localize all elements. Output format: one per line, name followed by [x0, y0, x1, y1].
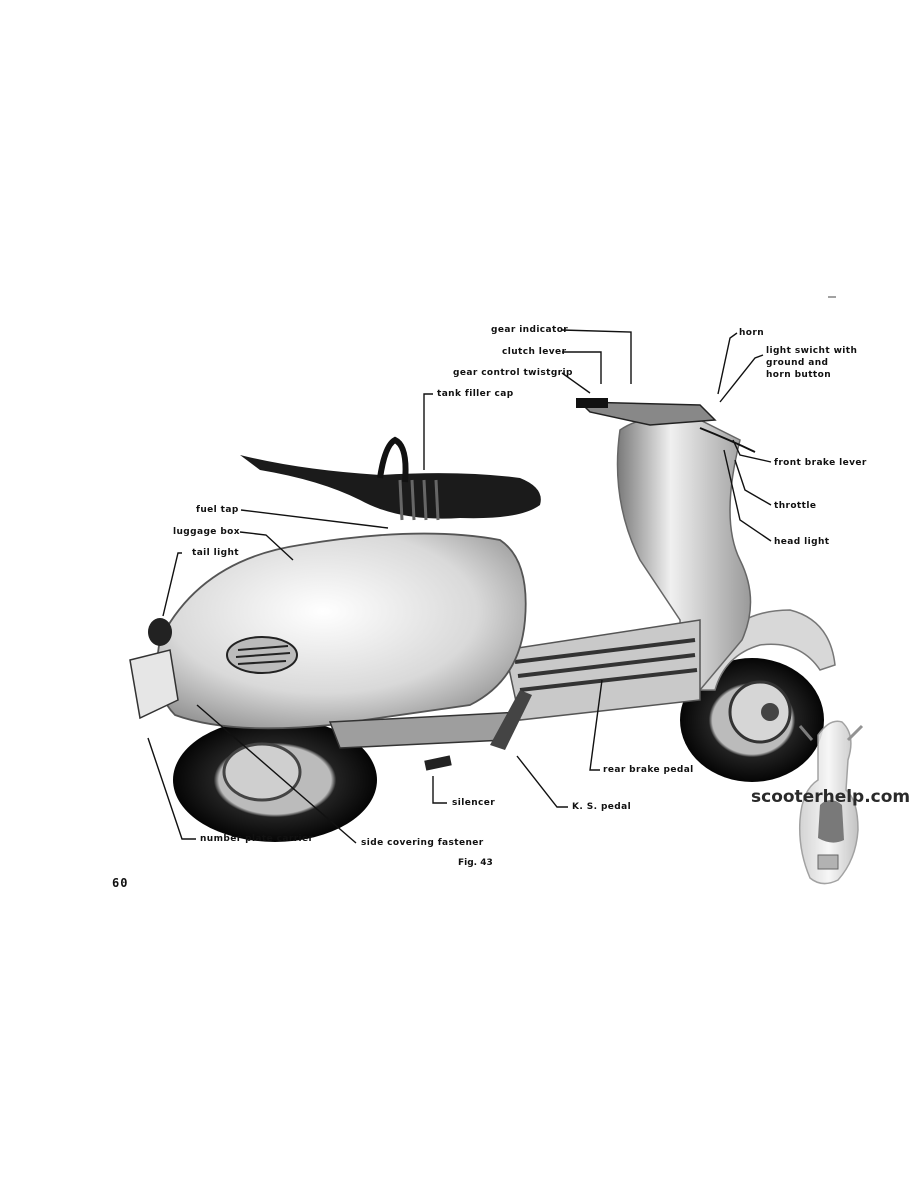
number-plate [129, 649, 179, 720]
label-silencer: silencer [452, 798, 496, 808]
figure-caption: Fig. 43 [458, 858, 493, 868]
label-side-covering-fastener: side covering fastener [361, 838, 484, 848]
label-light-switch-line1: light swicht with [766, 346, 858, 356]
label-ks-pedal: K. S. pedal [572, 802, 632, 812]
label-horn: horn [739, 328, 765, 338]
label-fuel-tap: fuel tap [196, 505, 239, 515]
label-rear-brake-pedal: rear brake pedal [603, 765, 694, 775]
label-throttle: throttle [774, 501, 817, 511]
label-gear-indicator: gear indicator [491, 325, 569, 335]
label-clutch-lever: clutch lever [502, 347, 567, 357]
side-vent [226, 636, 298, 674]
label-luggage-box: luggage box [173, 527, 240, 537]
handlebar [576, 398, 756, 453]
label-front-brake-lever: front brake lever [774, 458, 867, 468]
label-head-light: head light [774, 537, 830, 547]
rear-wheel [173, 718, 377, 842]
rear-body [156, 532, 527, 730]
page-number: 60 [112, 876, 129, 890]
seat [240, 436, 541, 521]
watermark-text: scooterhelp.com [751, 787, 911, 807]
label-number-plate-carrier: number plate carrier [200, 834, 314, 844]
kick-start-lever [490, 690, 532, 750]
leader-lines [147, 329, 772, 844]
floor-rails [514, 638, 698, 692]
label-tank-filler-cap: tank filler cap [437, 389, 514, 399]
tail-light-lamp [148, 618, 172, 646]
label-light-switch-line2: ground and [766, 358, 829, 368]
label-light-switch-line3: horn button [766, 370, 832, 380]
watermark-scooter-icon [798, 720, 864, 885]
label-tail-light: tail light [192, 548, 240, 558]
label-gear-control-twistgrip: gear control twistgrip [453, 368, 573, 378]
floor-board [504, 619, 701, 721]
silencer-body [424, 755, 452, 771]
